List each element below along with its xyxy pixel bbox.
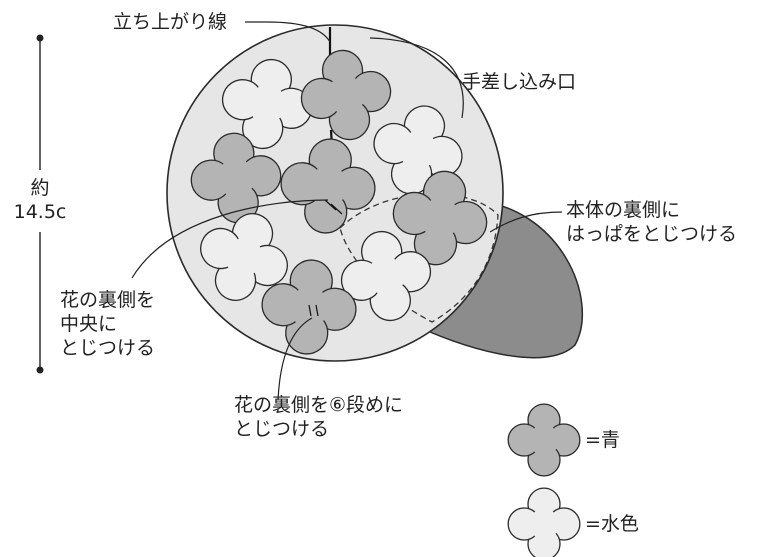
legend-label-blue: =青 xyxy=(585,429,620,451)
flower-blue-4 xyxy=(190,132,282,224)
leader-seam-line xyxy=(245,21,331,43)
size-bracket-dot-bottom xyxy=(36,366,44,374)
size-bracket-dot-top xyxy=(36,34,44,42)
flower-blue-5 xyxy=(280,138,376,234)
legend-icons xyxy=(507,403,581,557)
label-seam-line: 立ち上がり線 xyxy=(113,11,228,33)
label-leaf-attach: 本体の裏側に はっぱをとじつける xyxy=(566,199,738,245)
legend-label-lightblue: =水色 xyxy=(585,513,639,535)
flower-lightblue-8 xyxy=(340,230,432,322)
label-flower-center: 花の裏側を 中央に とじつける xyxy=(60,289,156,359)
stitch-mark xyxy=(315,304,319,317)
leader-flower-center xyxy=(131,199,329,279)
stitch-mark xyxy=(308,304,312,317)
flower-lightblue-7 xyxy=(200,213,288,301)
label-hand-opening: 手差し込み口 xyxy=(462,71,577,93)
flower-group xyxy=(190,49,488,355)
stitch-mark xyxy=(330,203,343,215)
stitch-mark xyxy=(324,199,337,211)
label-size: 約 14.5c xyxy=(13,177,67,223)
legend-flower-blue-icon xyxy=(507,403,581,477)
flower-blue-6 xyxy=(392,170,488,266)
legend-flower-lightblue-icon xyxy=(507,487,581,557)
leader-leaf-attach xyxy=(489,211,563,233)
leader-flower-row6 xyxy=(277,317,313,401)
leader-hand-opening xyxy=(369,37,464,119)
flower-blue-2 xyxy=(300,49,392,141)
label-flower-row6: 花の裏側を⑥段めに とじつける xyxy=(234,394,404,440)
flower-lightblue-1 xyxy=(221,58,313,150)
flower-lightblue-3 xyxy=(373,105,463,195)
